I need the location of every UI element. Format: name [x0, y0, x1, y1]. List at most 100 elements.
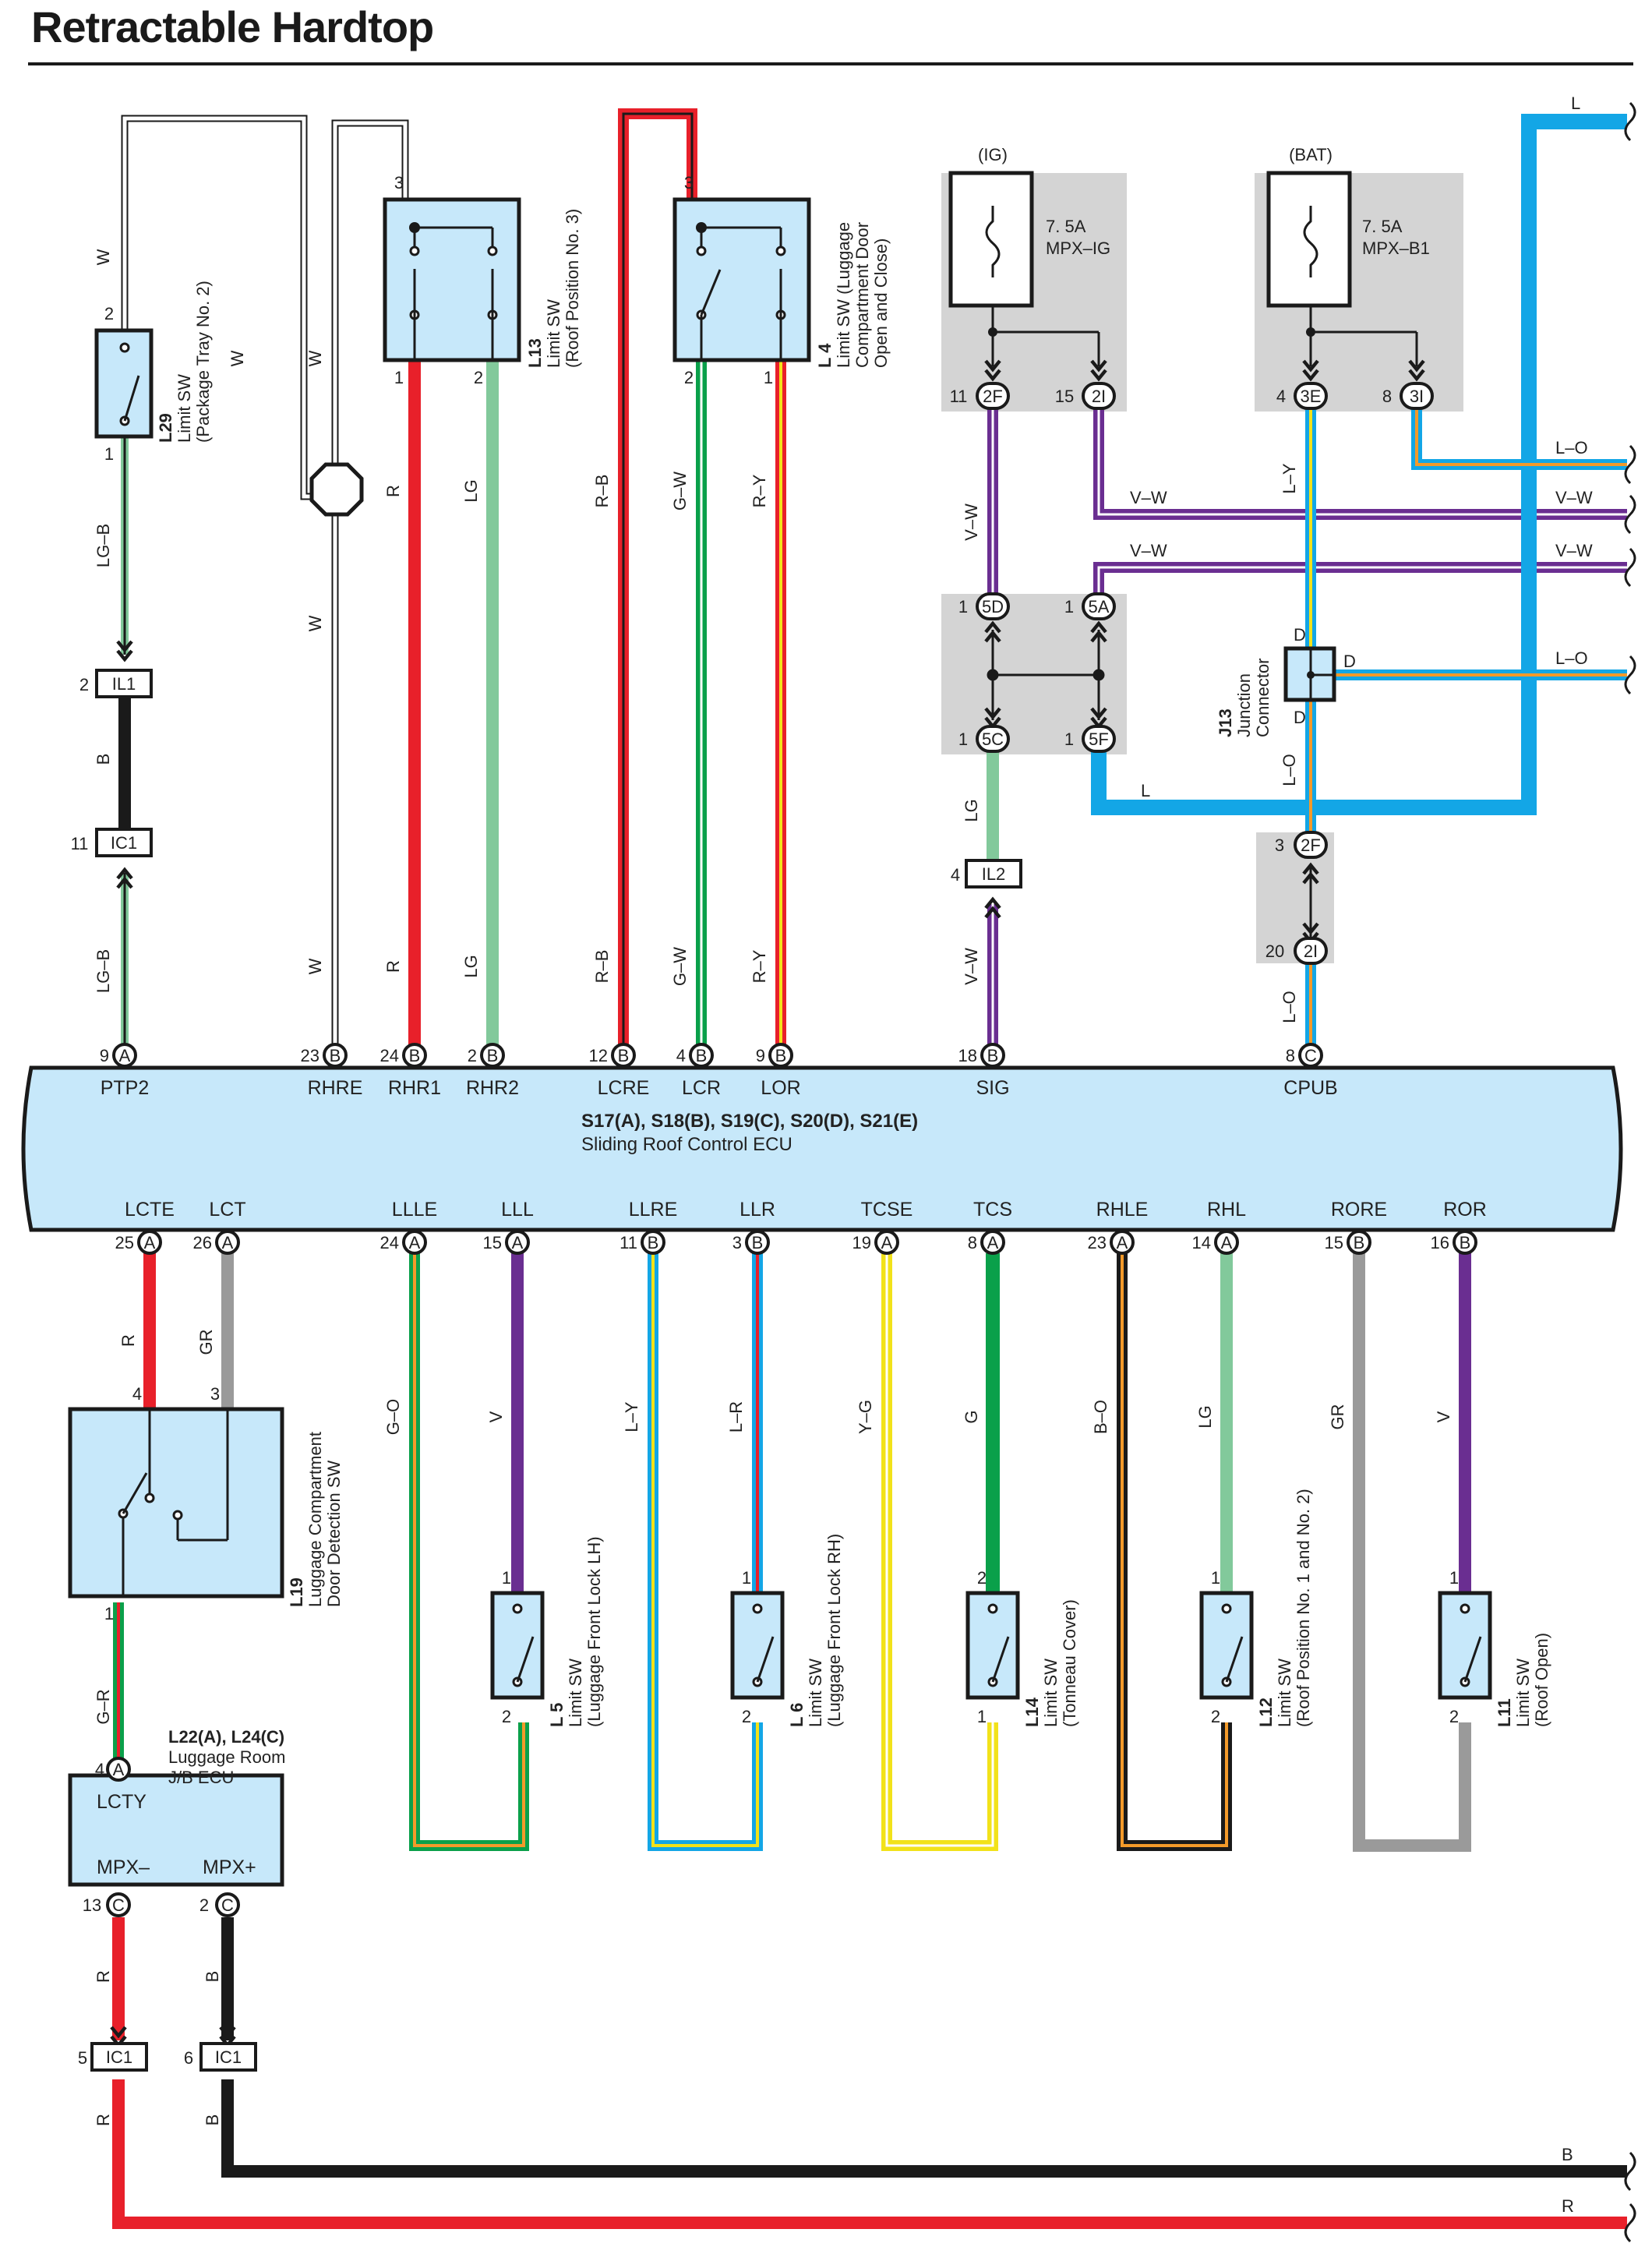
conn-il2: IL2 [965, 859, 1022, 888]
svg-text:3: 3 [394, 173, 404, 193]
svg-text:C: C [221, 1895, 234, 1915]
switch-l5 [492, 1593, 542, 1697]
luggage-room-jb-ecu [68, 1773, 284, 1887]
svg-text:R: R [383, 485, 403, 497]
svg-text:B: B [618, 1046, 630, 1065]
svg-text:2: 2 [684, 368, 694, 387]
svg-text:R–B: R–B [592, 475, 612, 508]
svg-text:1: 1 [1064, 597, 1074, 616]
wire-b-bottom [221, 2079, 1627, 2178]
svg-text:2: 2 [502, 1707, 511, 1726]
svg-text:3: 3 [684, 173, 694, 193]
ecu-name: Sliding Roof Control ECU [581, 1134, 792, 1155]
svg-text:8: 8 [968, 1233, 977, 1252]
ecu-bottom-conn-letters: A A A A B B A A A A B B [144, 1233, 1471, 1252]
svg-text:L12: L12 [1256, 1697, 1276, 1727]
svg-text:TCSE: TCSE [861, 1199, 913, 1221]
svg-text:(Luggage Front Lock RH): (Luggage Front Lock RH) [824, 1534, 844, 1727]
svg-text:W: W [305, 615, 325, 631]
svg-text:2F: 2F [1301, 835, 1321, 855]
svg-text:R: R [1562, 2196, 1574, 2216]
ecu-body [21, 1065, 1623, 1232]
svg-text:A: A [409, 1233, 421, 1252]
svg-text:L–O: L–O [1280, 991, 1299, 1023]
svg-text:L: L [1141, 781, 1150, 800]
svg-text:Junction: Junction [1234, 673, 1254, 737]
svg-text:A: A [144, 1233, 156, 1252]
switch-l12 [1202, 1593, 1251, 1697]
svg-text:B: B [330, 1046, 341, 1065]
svg-text:G–W: G–W [670, 472, 690, 510]
svg-text:2: 2 [474, 368, 483, 387]
svg-text:J/B ECU: J/B ECU [168, 1768, 234, 1787]
j13-terminal-labels: D D D [1294, 625, 1356, 727]
svg-text:L22(A), L24(C): L22(A), L24(C) [168, 1727, 284, 1747]
svg-text:Door Detection SW: Door Detection SW [324, 1460, 344, 1607]
switch-l4 [672, 197, 811, 362]
svg-text:3: 3 [1275, 835, 1284, 855]
pill-2i-lower: 2I [1294, 937, 1328, 965]
conn-ic1-pin6: IC1 [199, 2042, 257, 2072]
svg-text:LLRE: LLRE [629, 1199, 678, 1221]
ecu-bottom-signals: LCTE LCT LLLE LLL LLRE LLR TCSE TCS RHLE… [125, 1199, 1487, 1221]
svg-text:RHR2: RHR2 [466, 1077, 519, 1099]
svg-text:B–O: B–O [1091, 1400, 1110, 1434]
svg-text:B: B [409, 1046, 421, 1065]
svg-text:L13: L13 [525, 338, 545, 368]
svg-text:25: 25 [115, 1233, 134, 1252]
svg-text:L 6: L 6 [787, 1703, 807, 1727]
svg-text:V–W: V–W [962, 948, 981, 985]
svg-text:2: 2 [977, 1568, 987, 1588]
ecu-bottom-terminals [137, 1230, 1477, 1255]
svg-text:R–B: R–B [592, 950, 612, 984]
svg-text:RHL: RHL [1207, 1199, 1246, 1221]
svg-text:LCTE: LCTE [125, 1199, 175, 1221]
svg-text:5F: 5F [1089, 730, 1109, 749]
svg-text:R: R [94, 1970, 113, 1983]
wire-b-il1-ic1 [118, 698, 131, 828]
svg-text:MPX+: MPX+ [203, 1856, 256, 1878]
svg-text:2: 2 [1449, 1707, 1459, 1726]
svg-text:1: 1 [502, 1568, 511, 1588]
svg-text:9: 9 [100, 1046, 109, 1065]
svg-text:L11: L11 [1495, 1698, 1514, 1727]
svg-text:L 4: L 4 [815, 343, 835, 368]
svg-text:G: G [962, 1410, 981, 1423]
svg-text:7. 5A: 7. 5A [1046, 217, 1086, 236]
svg-text:A: A [512, 1233, 524, 1252]
pill-5a: 5A [1082, 592, 1116, 620]
svg-text:3I: 3I [1410, 387, 1424, 406]
svg-text:LCT: LCT [209, 1199, 245, 1221]
pill-2f-lower: 2F [1294, 831, 1328, 859]
svg-text:Luggage Room: Luggage Room [168, 1747, 285, 1767]
svg-text:4: 4 [1276, 387, 1286, 406]
splice-point [309, 462, 364, 517]
svg-text:23: 23 [301, 1046, 319, 1065]
svg-text:1: 1 [1064, 730, 1074, 749]
wire-continuation-marks [1624, 101, 1636, 2243]
svg-text:A: A [1221, 1233, 1233, 1252]
svg-text:Open and Close): Open and Close) [871, 238, 891, 368]
svg-text:Limit SW: Limit SW [544, 299, 563, 368]
svg-text:L14: L14 [1022, 1697, 1042, 1727]
svg-text:1: 1 [977, 1707, 987, 1726]
svg-text:G–W: G–W [670, 947, 690, 986]
switch-l19 [68, 1407, 284, 1599]
fuse-mpx-ig [948, 171, 1106, 379]
svg-text:11: 11 [620, 1233, 637, 1252]
wire-w-loop-l29 [121, 115, 312, 500]
svg-text:A: A [1117, 1233, 1128, 1252]
svg-text:1: 1 [104, 444, 114, 464]
svg-text:4: 4 [95, 1760, 104, 1779]
svg-text:R–Y: R–Y [750, 949, 769, 983]
svg-text:V–W: V–W [1130, 488, 1167, 507]
svg-text:B: B [775, 1046, 787, 1065]
svg-text:1: 1 [1211, 1568, 1220, 1588]
svg-text:Limit SW: Limit SW [566, 1659, 585, 1727]
svg-text:B: B [487, 1046, 499, 1065]
svg-text:L19: L19 [287, 1577, 306, 1607]
svg-text:5: 5 [78, 2048, 87, 2068]
svg-text:Limit SW: Limit SW [1041, 1659, 1061, 1727]
svg-text:(Roof Position No. 3): (Roof Position No. 3) [563, 209, 582, 368]
svg-text:D: D [1294, 625, 1306, 645]
